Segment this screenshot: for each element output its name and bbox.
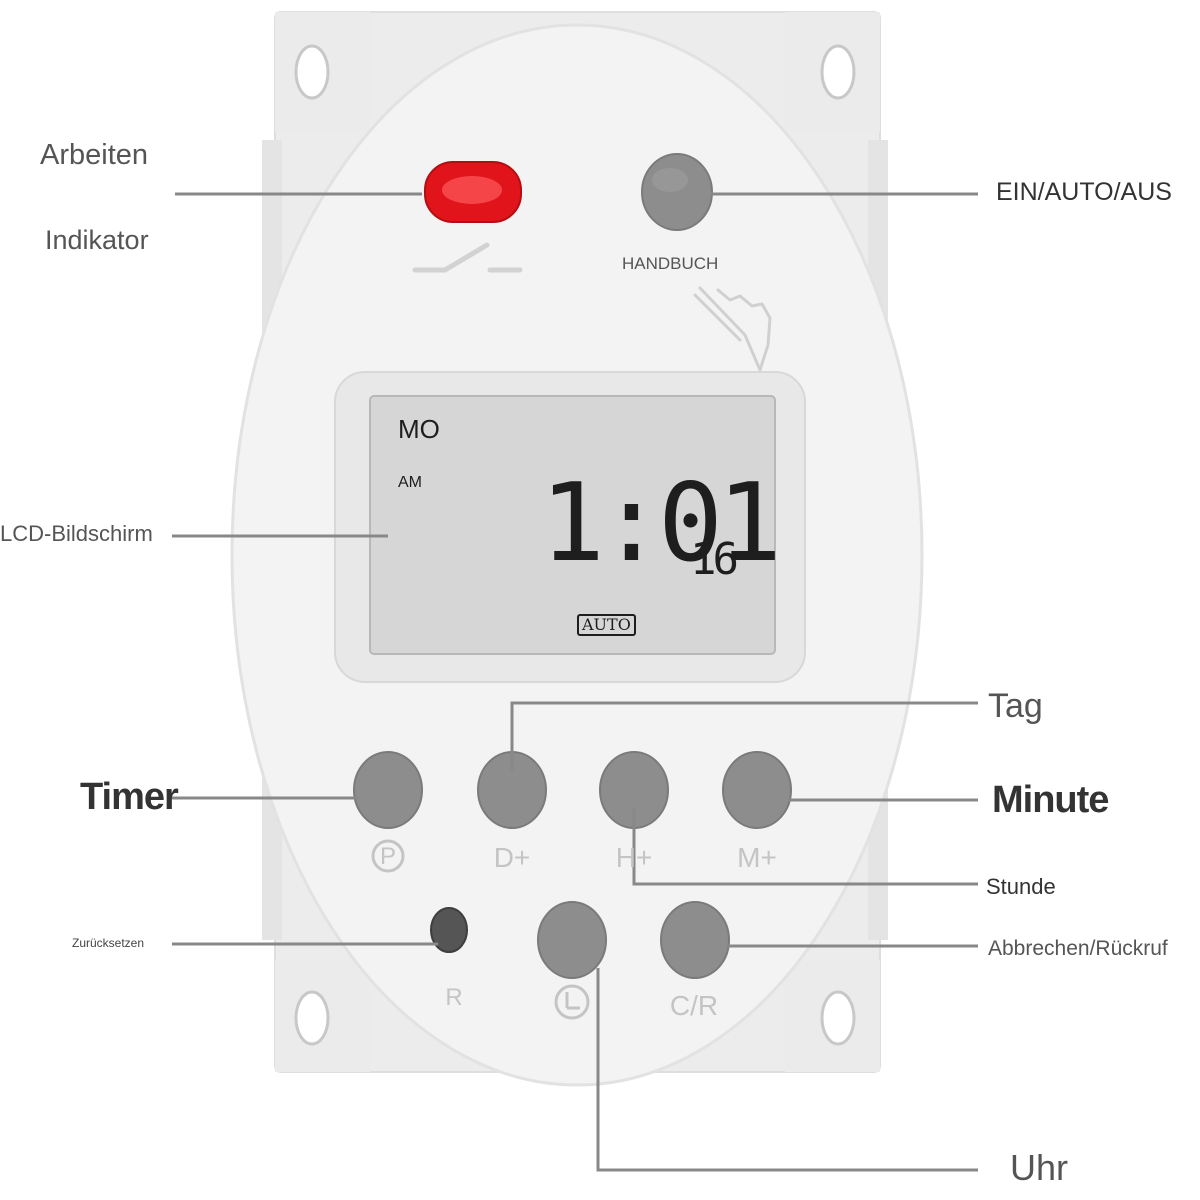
callout-zuruecksetzen: Zurücksetzen xyxy=(72,936,145,950)
lcd-mode-badge: AUTO xyxy=(577,614,636,636)
program-button[interactable] xyxy=(353,751,423,829)
clock-button[interactable] xyxy=(537,901,607,979)
mount-hole-top-right xyxy=(820,44,856,100)
callout-uhr: Uhr xyxy=(1010,1147,1069,1188)
reset-button[interactable] xyxy=(430,907,468,953)
callout-ein-auto-aus: EIN/AUTO/AUS xyxy=(996,178,1172,206)
callout-minute: Minute xyxy=(992,779,1109,821)
pointing-hand-icon xyxy=(693,286,772,372)
manual-button[interactable] xyxy=(641,153,713,231)
mount-hole-top-left xyxy=(294,44,330,100)
callout-timer: Timer xyxy=(80,776,179,818)
clock-icon xyxy=(554,984,590,1020)
program-label-ring xyxy=(371,839,405,873)
callout-stunde: Stunde xyxy=(986,874,1056,899)
lcd-seconds: 16 xyxy=(690,534,739,585)
cancel-recall-button[interactable] xyxy=(660,901,730,979)
callout-lcd-bildschirm: LCD-Bildschirm xyxy=(0,521,153,546)
minute-button[interactable] xyxy=(722,751,792,829)
led-glow xyxy=(442,176,502,204)
callout-abbrechen-rueckruf: Abbrechen/Rückruf xyxy=(988,937,1168,960)
reset-label: R xyxy=(445,984,463,1011)
mount-hole-bottom-left xyxy=(294,990,330,1046)
day-label: D+ xyxy=(493,842,531,873)
leader-stunde xyxy=(632,808,978,886)
leader-uhr xyxy=(596,968,978,1172)
switch-symbol-icon xyxy=(412,242,523,273)
program-label: P xyxy=(379,843,396,870)
manual-label: HANDBUCH xyxy=(622,254,719,273)
callout-indikator: Indikator xyxy=(45,225,149,255)
callout-tag: Tag xyxy=(988,687,1043,725)
cancel-recall-label: C/R xyxy=(669,990,719,1021)
lcd-period: AM xyxy=(398,474,422,491)
mount-hole-bottom-right xyxy=(820,990,856,1046)
hour-label: H+ xyxy=(615,842,653,873)
minute-label: M+ xyxy=(737,842,777,873)
leader-lines xyxy=(172,192,978,1172)
lcd-screen xyxy=(369,395,776,655)
leader-tag xyxy=(510,701,978,770)
lcd-time: 1:01 xyxy=(540,461,782,586)
callout-arbeiten: Arbeiten xyxy=(40,139,149,171)
lcd-day: MO xyxy=(398,414,440,444)
